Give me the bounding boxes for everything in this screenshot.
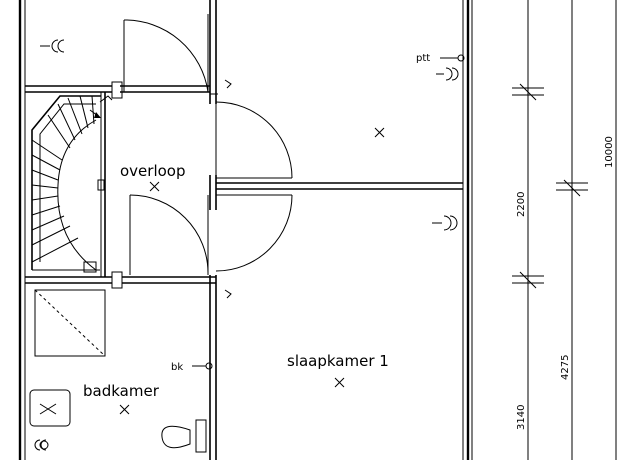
double-socket-icon bbox=[432, 215, 458, 231]
symbol-label-bk: bk bbox=[171, 362, 183, 373]
bathroom-fixtures bbox=[29, 289, 207, 453]
symbol-label-ptt: ptt bbox=[416, 53, 430, 64]
dimension-2200: 2200 bbox=[516, 192, 527, 217]
bk-switch-icon bbox=[192, 362, 213, 370]
doors bbox=[99, 14, 293, 299]
stairwell bbox=[31, 95, 105, 273]
room-markers bbox=[119, 127, 385, 415]
exterior-walls bbox=[18, 0, 473, 460]
room-label-badkamer: badkamer bbox=[83, 382, 160, 400]
wall-socket-icon bbox=[40, 39, 65, 53]
dimension-3140: 3140 bbox=[516, 405, 527, 430]
room-label-slaapkamer: slaapkamer 1 bbox=[287, 352, 389, 370]
dimension-lines bbox=[512, 0, 617, 460]
dimension-10000: 10000 bbox=[604, 136, 615, 168]
dimension-4275: 4275 bbox=[560, 355, 571, 380]
ptt-socket-icon bbox=[436, 54, 465, 81]
room-label-overloop: overloop bbox=[120, 162, 186, 180]
bathroom-socket-icon bbox=[34, 439, 47, 451]
interior-walls bbox=[25, 0, 463, 460]
electrical-symbols bbox=[34, 39, 465, 451]
